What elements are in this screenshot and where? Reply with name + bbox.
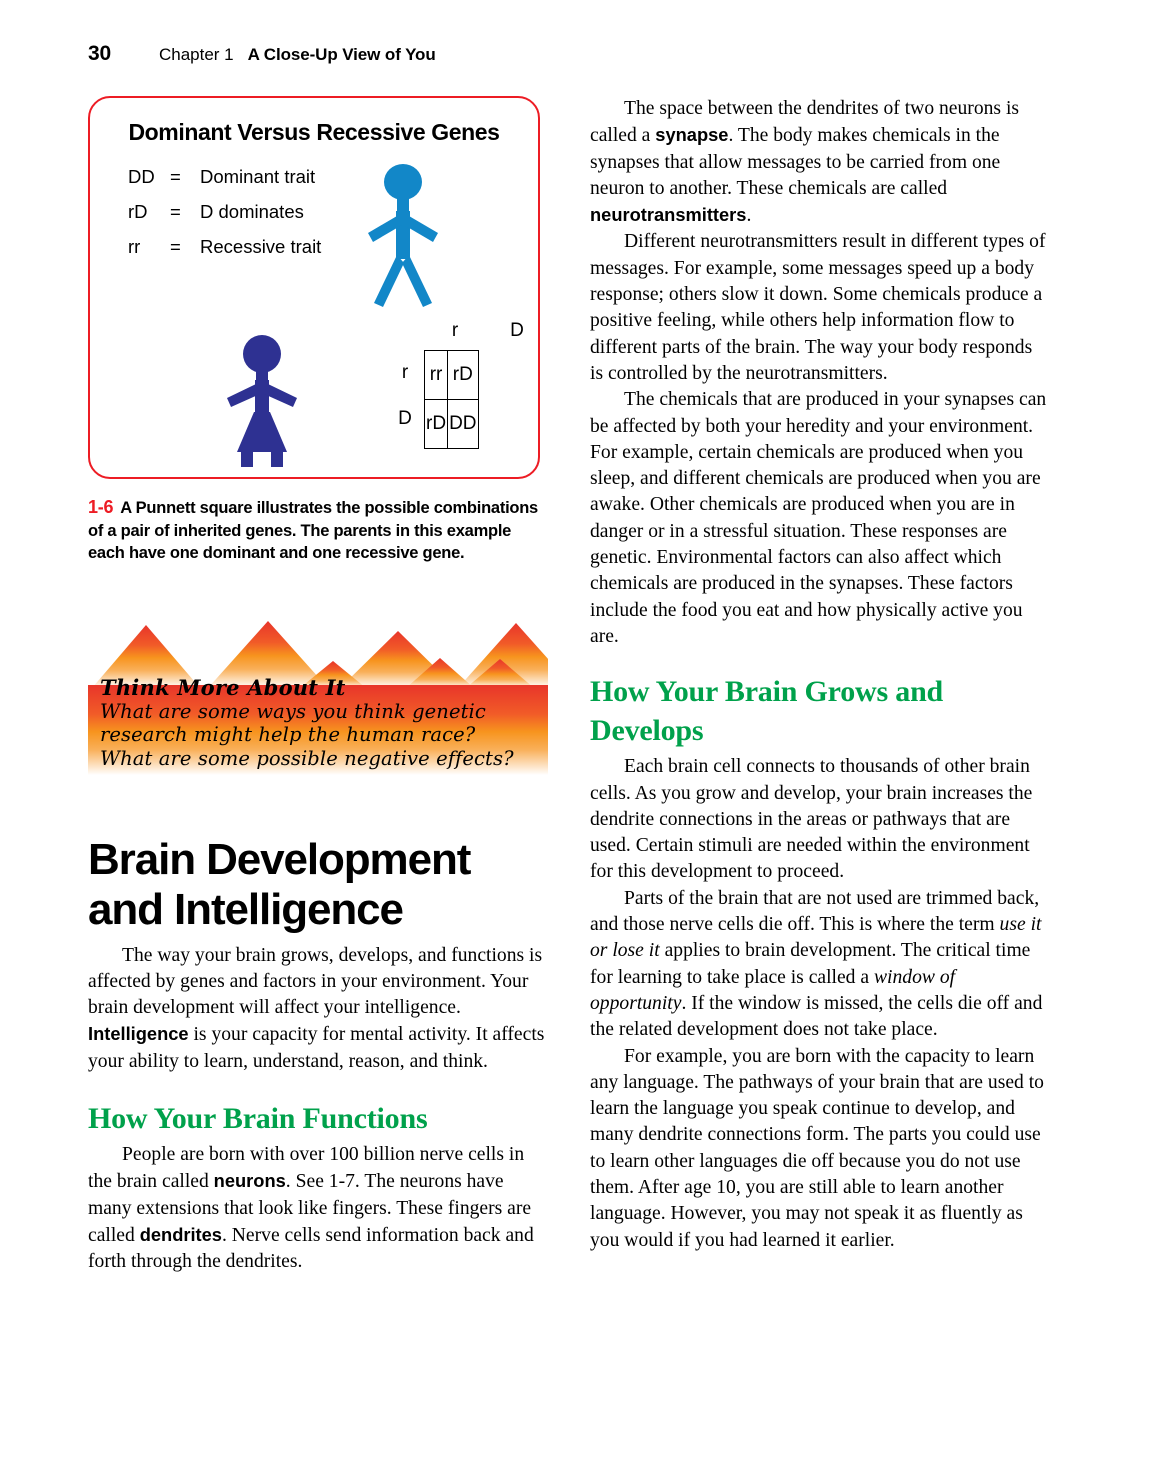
paragraph: Parts of the brain that are not used are… bbox=[590, 886, 1048, 1044]
italic-term: use it or lose it bbox=[590, 914, 1042, 962]
female-stick-figure-icon bbox=[227, 335, 297, 467]
key-term: dendrites bbox=[139, 1223, 222, 1245]
key-term: synapse bbox=[655, 124, 729, 146]
paragraph: The chemicals that are produced in your … bbox=[590, 389, 1047, 647]
paragraph-text: Parts of the brain that are not used are… bbox=[590, 887, 1040, 936]
page-number: 30 bbox=[88, 42, 111, 65]
legend-meaning: Dominant trait bbox=[200, 166, 316, 187]
punnett-col-header: D bbox=[510, 320, 524, 341]
legend-equals: = bbox=[170, 201, 181, 222]
legend-code: DD bbox=[128, 166, 155, 187]
mountain-banner-graphic bbox=[88, 620, 548, 775]
paragraph-text: . Nerve cells send information back and … bbox=[88, 1224, 534, 1273]
figure-number: 1-6 bbox=[88, 497, 114, 517]
paragraph-text: The way your brain grows, develops, and … bbox=[88, 944, 543, 1019]
punnett-cell: rD bbox=[447, 350, 479, 400]
paragraph: The space between the dendrites of two n… bbox=[590, 96, 1048, 229]
legend-row: DD = Dominant trait bbox=[128, 166, 321, 188]
punnett-row-header: r bbox=[401, 362, 409, 383]
figure-1-6-box: Dominant Versus Recessive Genes DD = Dom… bbox=[88, 96, 540, 479]
paragraph-text: is your capacity for mental activity. It… bbox=[88, 1024, 545, 1072]
subheading-how-your-brain-functions: How Your Brain Functions bbox=[88, 1101, 428, 1135]
paragraph-text: applies to brain development. The critic… bbox=[590, 940, 1031, 988]
punnett-cell: rD bbox=[423, 399, 449, 449]
legend-meaning: D dominates bbox=[200, 201, 304, 222]
subheading-how-your-brain-grows-and-develops: How Your Brain Grows and Develops bbox=[590, 675, 944, 748]
think-more-title: Think More About It bbox=[100, 674, 346, 700]
gene-legend: DD = Dominant trait rD = D dominates rr … bbox=[128, 166, 321, 271]
punnett-cell: DD bbox=[447, 399, 479, 449]
italic-term: window of opportunity bbox=[590, 966, 956, 1014]
punnett-col-header: r bbox=[451, 320, 459, 341]
key-term: neurotransmitters bbox=[590, 204, 747, 226]
male-stick-figure-icon bbox=[368, 164, 438, 307]
section-title: Brain Development and Intelligence bbox=[88, 834, 471, 934]
think-more-about-it-box: Think More About It What are some ways y… bbox=[88, 613, 548, 775]
punnett-column-headers: r D bbox=[424, 320, 548, 342]
paragraph: For example, you are born with the capac… bbox=[590, 1045, 1044, 1251]
punnett-row-headers: r D bbox=[392, 350, 418, 442]
paragraph: Each brain cell connects to thousands of… bbox=[590, 756, 1033, 883]
chapter-title: A Close-Up View of You bbox=[247, 45, 436, 64]
think-more-text-block: Think More About It What are some ways y… bbox=[100, 675, 530, 771]
left-column: Dominant Versus Recessive Genes DD = Dom… bbox=[88, 96, 548, 1275]
punnett-row-header: D bbox=[398, 408, 412, 429]
table-row: rr rD bbox=[423, 350, 479, 400]
legend-meaning: Recessive trait bbox=[200, 236, 322, 257]
running-head: 30 Chapter 1 A Close-Up View of You bbox=[88, 42, 436, 66]
figure-title: Dominant Versus Recessive Genes bbox=[128, 119, 500, 145]
right-column: The space between the dendrites of two n… bbox=[590, 96, 1048, 1254]
legend-equals: = bbox=[170, 236, 181, 257]
legend-equals: = bbox=[170, 166, 181, 187]
legend-code: rr bbox=[128, 236, 141, 257]
figure-caption-text: A Punnett square illustrates the possibl… bbox=[88, 499, 538, 562]
legend-code: rD bbox=[128, 201, 148, 222]
key-term: neurons bbox=[213, 1170, 286, 1192]
paragraph: People are born with over 100 billion ne… bbox=[88, 1142, 546, 1275]
punnett-cell: rr bbox=[423, 350, 449, 400]
paragraph-text: . bbox=[746, 205, 752, 227]
chapter-label: Chapter 1 bbox=[158, 45, 234, 64]
paragraph-text: . See 1-7. The neurons have many extensi… bbox=[88, 1171, 532, 1246]
table-row: rD DD bbox=[423, 399, 479, 449]
legend-row: rr = Recessive trait bbox=[128, 236, 321, 258]
paragraph: Different neurotransmitters result in di… bbox=[590, 231, 1046, 384]
paragraph-text: . If the window is missed, the cells die… bbox=[590, 992, 1043, 1041]
think-more-body: What are some ways you think genetic res… bbox=[100, 699, 514, 770]
paragraph-text: The space between the dendrites of two n… bbox=[590, 98, 1020, 147]
paragraph-text: . The body makes chemicals in the synaps… bbox=[590, 125, 1001, 199]
paragraph-text: People are born with over 100 billion ne… bbox=[88, 1143, 525, 1193]
legend-row: rD = D dominates bbox=[128, 201, 321, 223]
paragraph: The way your brain grows, develops, and … bbox=[88, 943, 546, 1075]
punnett-grid: rr rD rD DD bbox=[423, 350, 479, 449]
key-term: Intelligence bbox=[88, 1023, 189, 1045]
